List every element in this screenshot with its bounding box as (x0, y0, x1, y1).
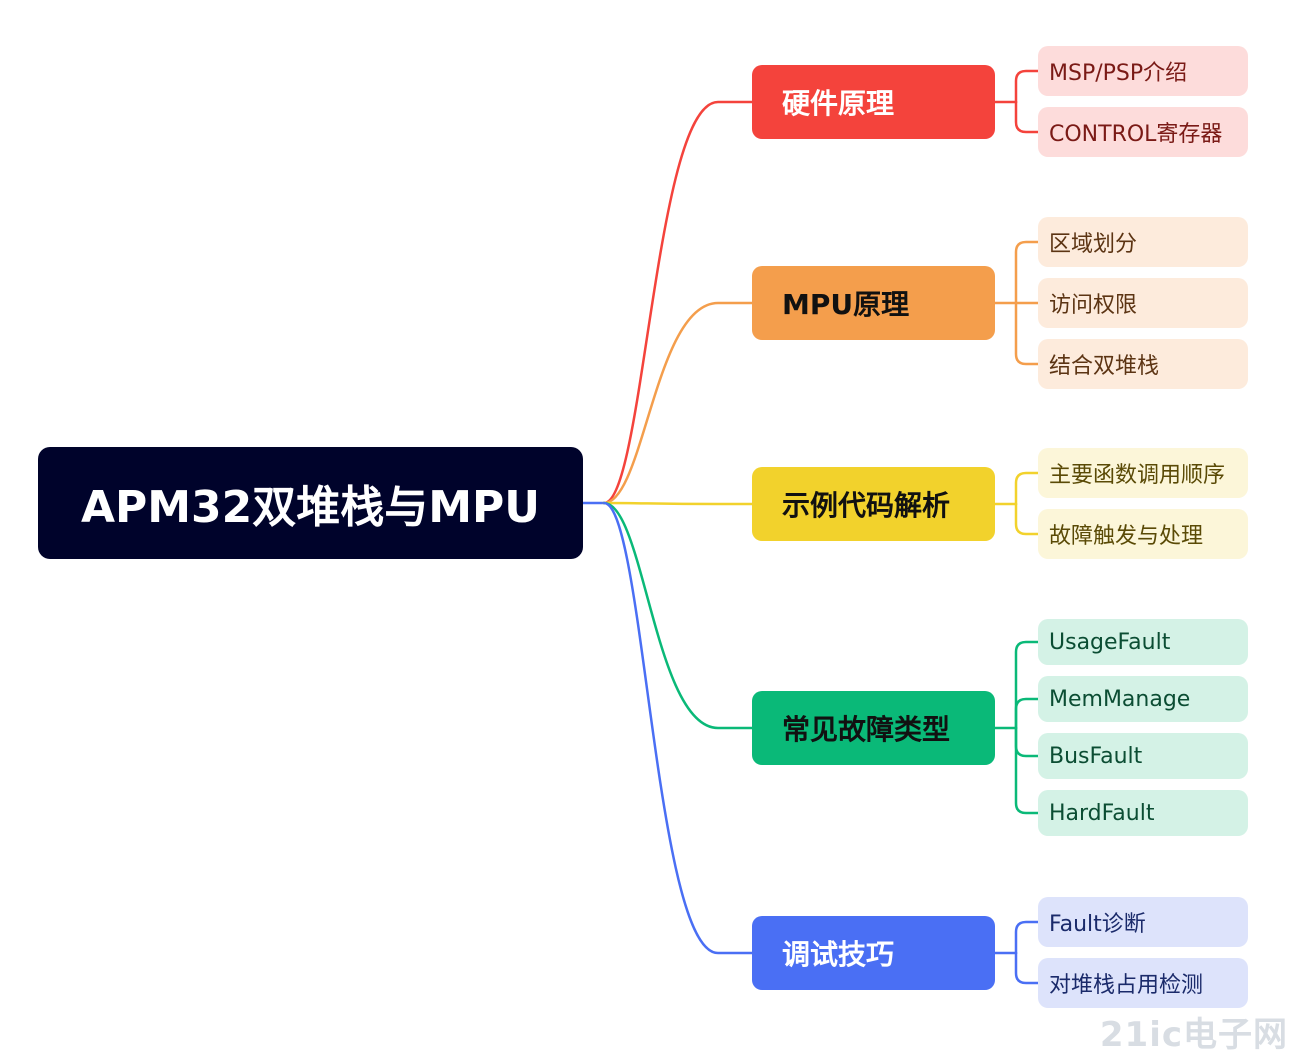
leaf-connector-3-0 (1014, 640, 1040, 730)
leaf-connector-3-2 (1014, 726, 1040, 758)
leaf-connector-4-0 (1014, 920, 1040, 955)
root-node[interactable]: APM32双堆栈与MPU (38, 447, 583, 559)
branch-connector-1 (602, 301, 754, 505)
branch-node[interactable]: 示例代码解析 (752, 467, 995, 541)
leaf-node[interactable]: CONTROL寄存器 (1038, 107, 1248, 157)
leaf-node[interactable]: 对堆栈占用检测 (1038, 958, 1248, 1008)
leaf-node[interactable]: HardFault (1038, 790, 1248, 836)
leaf-node[interactable]: MSP/PSP介绍 (1038, 46, 1248, 96)
leaf-connector-0-0 (1014, 69, 1040, 104)
leaf-connector-3-1 (1014, 697, 1040, 730)
branch-node[interactable]: 常见故障类型 (752, 691, 995, 765)
branch-node[interactable]: 硬件原理 (752, 65, 995, 139)
leaf-node[interactable]: MemManage (1038, 676, 1248, 722)
leaf-node[interactable]: BusFault (1038, 733, 1248, 779)
watermark-logo: 21ic电子网 (1099, 1015, 1288, 1055)
leaf-node[interactable]: 访问权限 (1038, 278, 1248, 328)
leaf-connector-3-3 (1014, 726, 1040, 815)
leaf-connector-0-1 (1014, 100, 1040, 134)
branch-connector-0 (602, 100, 754, 505)
branch-node[interactable]: 调试技巧 (752, 916, 995, 990)
branch-node[interactable]: MPU原理 (752, 266, 995, 340)
leaf-node[interactable]: 区域划分 (1038, 217, 1248, 267)
leaf-node[interactable]: UsageFault (1038, 619, 1248, 665)
leaf-connector-1-2 (1014, 301, 1040, 366)
leaf-connector-4-1 (1014, 951, 1040, 985)
branch-connector-4 (602, 501, 754, 955)
leaf-node[interactable]: 结合双堆栈 (1038, 339, 1248, 389)
leaf-connector-2-0 (1014, 471, 1040, 506)
leaf-node[interactable]: 主要函数调用顺序 (1038, 448, 1248, 498)
branch-connector-2 (602, 501, 754, 506)
leaf-connector-1-0 (1014, 240, 1040, 305)
leaf-node[interactable]: 故障触发与处理 (1038, 509, 1248, 559)
leaf-node[interactable]: Fault诊断 (1038, 897, 1248, 947)
leaf-connector-2-1 (1014, 502, 1040, 536)
branch-connector-3 (602, 501, 754, 730)
